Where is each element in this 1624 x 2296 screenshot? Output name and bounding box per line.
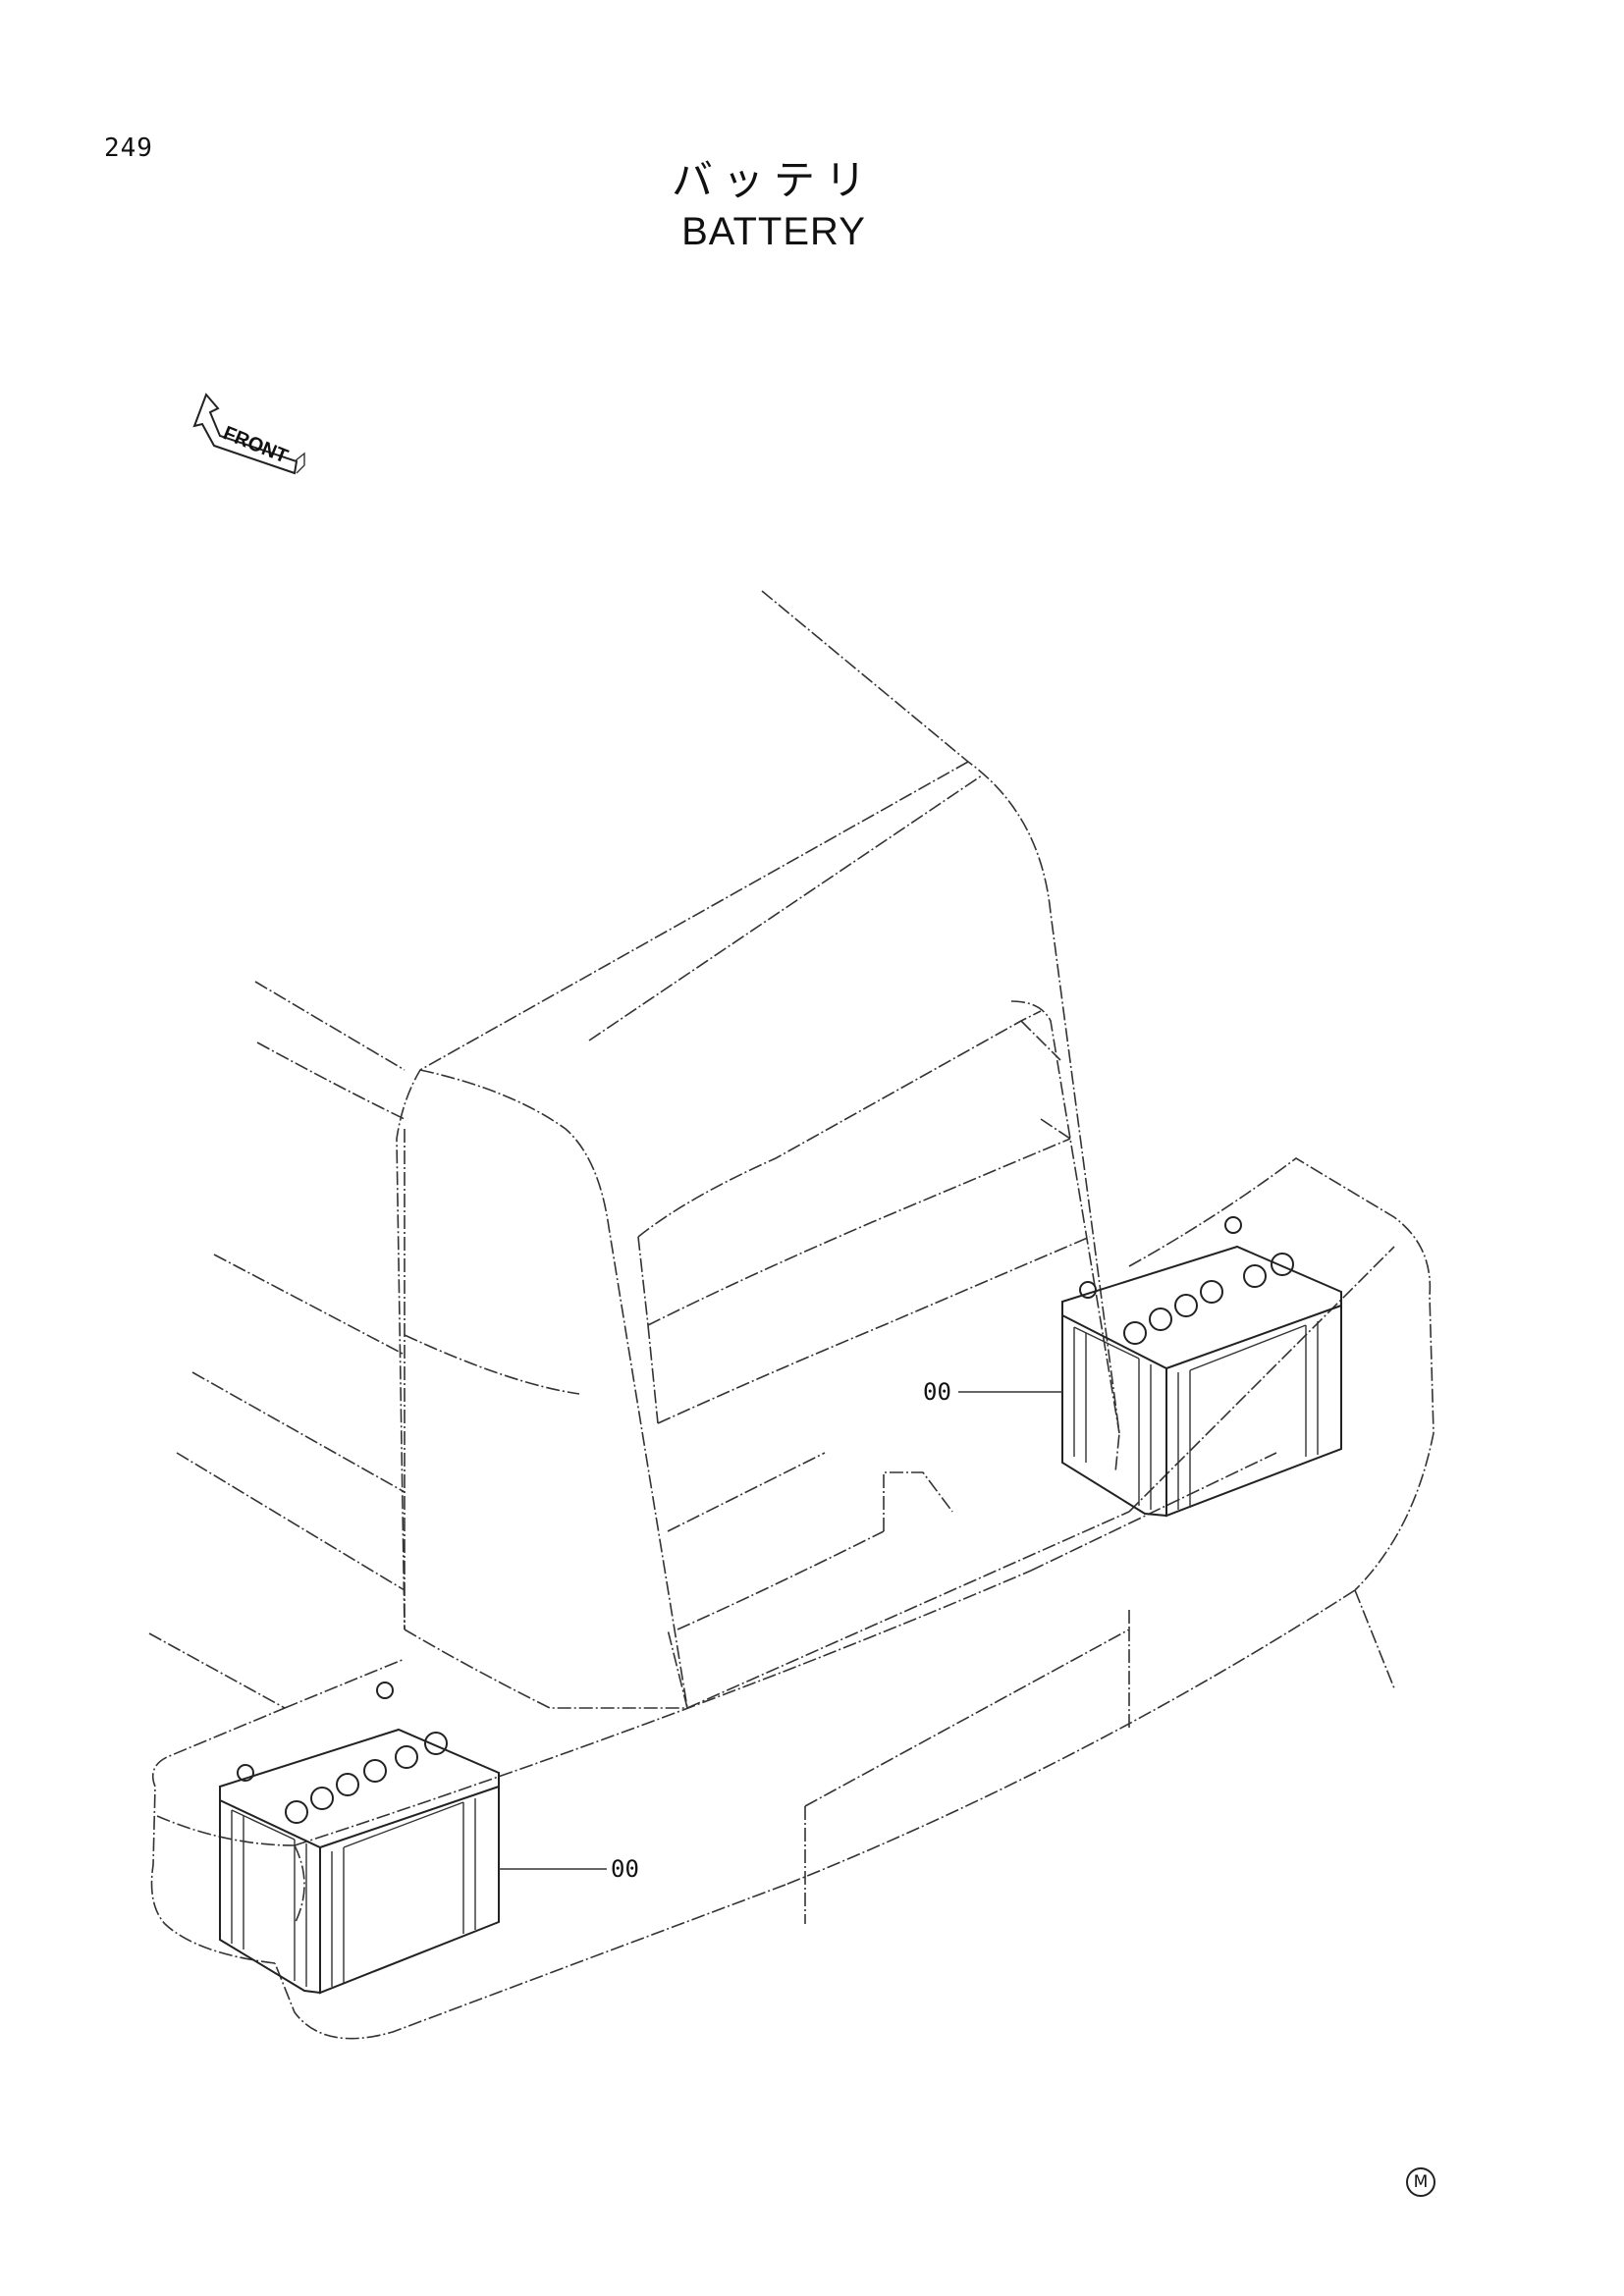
callout-label-right: 00 (923, 1378, 951, 1406)
machine-deck (150, 1157, 1435, 2040)
machine-cab (148, 590, 1120, 1709)
battery-right (1061, 1216, 1342, 1518)
front-label: FRONT (220, 422, 291, 467)
title-block: バッテリ BATTERY (0, 155, 1547, 257)
title-english: BATTERY (681, 210, 866, 253)
m-mark-icon: M (1406, 2167, 1435, 2197)
page-number: 249 (104, 133, 153, 163)
battery-left (219, 1682, 500, 1995)
title-japanese: バッテリ (671, 156, 876, 204)
front-arrow-icon: FRONT (192, 393, 305, 475)
callout-label-left: 00 (611, 1855, 639, 1883)
